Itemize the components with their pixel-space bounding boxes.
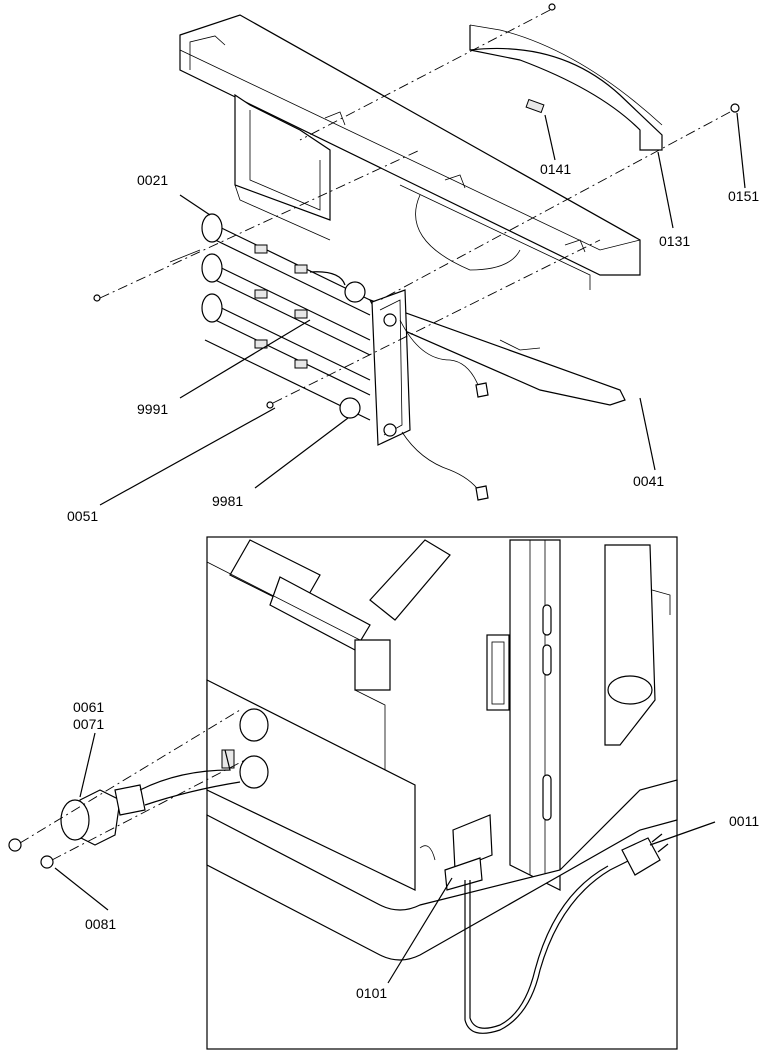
label-0101: 0101 <box>356 985 387 1001</box>
label-0081: 0081 <box>85 916 116 932</box>
label-0151: 0151 <box>728 188 759 204</box>
compressor <box>604 544 656 746</box>
clip-part <box>525 98 545 114</box>
label-9981: 9981 <box>212 493 243 509</box>
screw-icon <box>40 855 54 869</box>
label-0071: 0071 <box>73 716 104 732</box>
heater-housing-assembly <box>93 3 746 506</box>
screw-icon <box>8 838 22 852</box>
screw-icon <box>266 401 274 409</box>
label-0021: 0021 <box>137 172 168 188</box>
cord-clamp <box>452 814 493 871</box>
heater-coils <box>169 213 371 421</box>
control-box-inset <box>206 536 678 1050</box>
heater-bracket <box>371 289 411 446</box>
knob-hole <box>239 755 269 789</box>
base-pan <box>206 779 678 961</box>
screw-icon <box>548 3 556 11</box>
chassis-rail <box>509 539 561 891</box>
top-rail <box>179 14 641 276</box>
plug-icon <box>621 837 661 876</box>
label-0051: 0051 <box>67 508 98 524</box>
thermal-fuse <box>339 397 361 419</box>
knob-hole <box>239 708 269 742</box>
label-0131: 0131 <box>659 233 690 249</box>
label-0011: 0011 <box>729 813 759 829</box>
power-cord <box>464 859 631 1034</box>
screw-icon <box>93 294 101 302</box>
knob-icon <box>60 799 90 841</box>
screw-icon <box>730 103 740 113</box>
limit-switch <box>344 281 366 303</box>
label-0061: 0061 <box>73 699 104 715</box>
label-0141: 0141 <box>540 161 571 177</box>
label-0041: 0041 <box>633 473 664 489</box>
label-9991: 9991 <box>137 401 168 417</box>
cover-panel <box>469 25 663 151</box>
selector-switch-assembly <box>8 709 716 984</box>
